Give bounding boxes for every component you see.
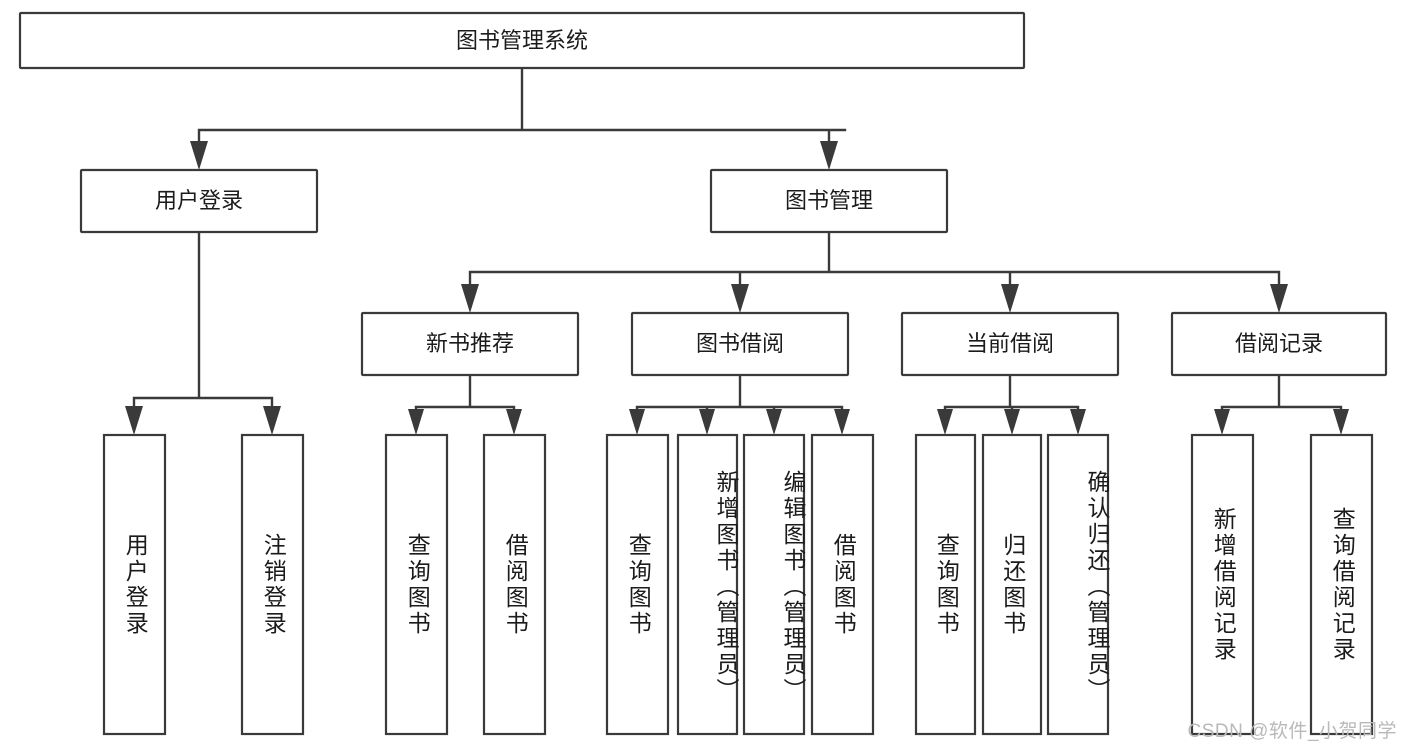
arrow-to-leaf-confirm-return: [1070, 409, 1086, 435]
connector-borrow-record-branch: [1220, 373, 1343, 420]
leaf-box-query-book-1[interactable]: [384, 433, 449, 736]
arrow-to-leaf-add-book: [699, 409, 715, 435]
leaf-nodes-layer: [102, 433, 1374, 736]
node-book-borrow-label: 图书借阅: [696, 331, 784, 356]
leaf-box-edit-book[interactable]: [742, 433, 806, 736]
leaf-box-query-record[interactable]: [1309, 433, 1374, 736]
node-book-management[interactable]: 图书管理: [709, 168, 949, 234]
leaf-box-add-record[interactable]: [1190, 433, 1255, 736]
node-book-borrow[interactable]: 图书借阅: [630, 311, 850, 377]
arrow-to-new-book-rec: [461, 284, 479, 313]
arrow-to-borrow-record: [1270, 284, 1288, 313]
leaf-box-return-book[interactable]: [981, 433, 1043, 736]
leaf-box-user-login[interactable]: [102, 433, 167, 736]
leaf-box-confirm-return[interactable]: [1046, 433, 1110, 736]
csdn-watermark: CSDN @软件_小贺同学: [1187, 721, 1397, 742]
node-book-management-label: 图书管理: [785, 188, 873, 213]
connector-book-manage-branch: [468, 230, 1281, 292]
node-borrow-record-label: 借阅记录: [1235, 331, 1323, 356]
arrow-to-book-manage: [820, 141, 838, 170]
leaf-box-borrow-book-1[interactable]: [482, 433, 547, 736]
node-new-book-recommend[interactable]: 新书推荐: [360, 311, 580, 377]
arrow-to-leaf-borrow-book-1: [506, 409, 522, 435]
node-user-login-label: 用户登录: [155, 188, 243, 213]
arrow-to-user-login: [190, 141, 208, 170]
node-borrow-record[interactable]: 借阅记录: [1170, 311, 1388, 377]
connector-new-book-rec-branch: [414, 373, 516, 420]
arrow-to-leaf-edit-book: [766, 409, 782, 435]
arrow-to-book-borrow: [731, 284, 749, 313]
arrow-to-leaf-add-record: [1214, 409, 1230, 435]
arrow-to-leaf-user-login: [125, 406, 143, 435]
arrow-to-current-borrow: [1001, 284, 1019, 313]
leaf-box-query-book-2[interactable]: [605, 433, 670, 736]
connector-book-borrow-branch: [635, 373, 844, 420]
leaf-box-query-book-3[interactable]: [914, 433, 977, 736]
node-user-login[interactable]: 用户登录: [79, 168, 319, 234]
arrow-to-leaf-query-book-1: [408, 409, 424, 435]
arrow-to-leaf-query-record: [1333, 409, 1349, 435]
arrow-to-leaf-query-book-2: [629, 409, 645, 435]
leaf-box-logout[interactable]: [240, 433, 305, 736]
arrow-to-leaf-return-book: [1004, 409, 1020, 435]
arrow-to-leaf-borrow-book-2: [834, 409, 850, 435]
connector-user-login-branch: [132, 230, 274, 417]
connector-layer: [125, 66, 1349, 435]
node-new-book-recommend-label: 新书推荐: [426, 331, 514, 356]
arrow-to-leaf-logout: [263, 406, 281, 435]
node-root-label: 图书管理系统: [456, 28, 588, 53]
connector-root-trunk: [197, 66, 847, 152]
node-current-borrow-label: 当前借阅: [966, 331, 1054, 356]
leaf-box-borrow-book-2[interactable]: [810, 433, 875, 736]
arrow-to-leaf-query-book-3: [937, 409, 953, 435]
leaf-box-add-book[interactable]: [676, 433, 739, 736]
node-current-borrow[interactable]: 当前借阅: [900, 311, 1120, 377]
node-root[interactable]: 图书管理系统: [18, 11, 1026, 70]
